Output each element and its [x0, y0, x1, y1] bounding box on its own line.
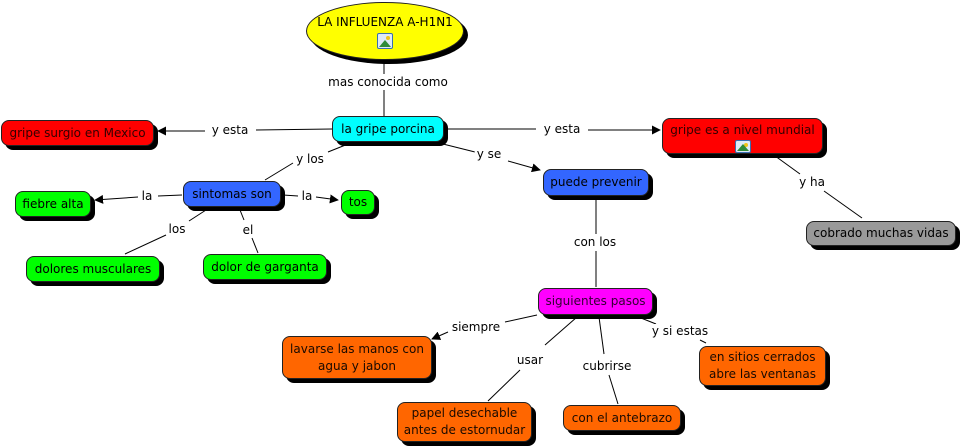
link-label: con los	[571, 235, 619, 249]
concept-gripe-porcina[interactable]: la gripe porcina	[332, 116, 444, 142]
link-line	[124, 234, 167, 255]
link-line	[255, 128, 333, 131]
concept-label: gripe es a nivel mundial	[670, 123, 815, 137]
link-line	[544, 316, 578, 346]
link-line	[264, 162, 294, 181]
link-line	[327, 143, 349, 153]
link-label: usar	[514, 353, 546, 367]
link-label: cubrirse	[580, 359, 634, 373]
link-line	[157, 194, 183, 197]
link-line	[315, 194, 339, 204]
link-line	[431, 331, 449, 340]
concept-prevenir[interactable]: puede prevenir	[543, 169, 649, 196]
link-line	[282, 194, 299, 197]
concept-dolores[interactable]: dolores musculares	[26, 256, 160, 282]
concept-papel[interactable]: papel desechable antes de estornudar	[397, 402, 532, 442]
link-label: y si estas	[649, 324, 711, 338]
concept-sitios[interactable]: en sitios cerrados abre las ventanas	[699, 346, 826, 386]
concept-label: dolor de garganta	[211, 259, 319, 274]
link-label: mas conocida como	[326, 75, 450, 89]
link-label: y ha	[797, 175, 827, 189]
concept-tos[interactable]: tos	[341, 190, 375, 215]
concept-mexico[interactable]: gripe surgio en Mexico	[1, 120, 154, 146]
concept-antebrazo[interactable]: con el antebrazo	[563, 405, 681, 431]
link-label: el	[240, 223, 256, 237]
image-icon[interactable]	[734, 140, 751, 153]
concept-label: con el antebrazo	[571, 410, 673, 425]
link-label: y esta	[541, 122, 583, 136]
concept-label: fiebre alta	[22, 196, 84, 211]
link-line	[699, 339, 707, 344]
concept-lavarse[interactable]: lavarse las manos con agua y jabon	[282, 336, 432, 379]
link-label: y esta	[209, 123, 251, 137]
concept-garganta[interactable]: dolor de garganta	[203, 254, 327, 280]
concept-label: cobrado muchas vidas	[813, 226, 949, 240]
link-label: los	[166, 222, 188, 236]
link-line	[598, 316, 605, 355]
link-line	[94, 194, 139, 204]
concept-label: dolores musculares	[34, 261, 152, 276]
concept-label: sintomas son	[192, 186, 272, 201]
concept-label: agua y jabon	[318, 358, 396, 373]
image-icon[interactable]	[377, 32, 393, 49]
concept-label: abre las ventanas	[709, 367, 816, 381]
link-label: y los	[294, 152, 326, 166]
link-line	[487, 369, 521, 402]
concept-label: la gripe porcina	[341, 121, 435, 136]
link-label: la	[139, 189, 155, 203]
link-line	[251, 237, 259, 254]
concept-label: gripe surgio en Mexico	[9, 125, 146, 140]
link-line	[640, 317, 657, 325]
concept-label: antes de estornudar	[403, 423, 526, 437]
link-line	[608, 374, 619, 405]
concept-label: puede prevenir	[550, 175, 642, 189]
link-label: siempre	[449, 320, 503, 334]
concept-label: LA INFLUENZA A-H1N1	[317, 14, 453, 29]
concept-fiebre[interactable]: fiebre alta	[15, 191, 91, 217]
link-line	[188, 209, 207, 222]
concept-label: en sitios cerrados	[709, 350, 816, 364]
link-line	[507, 160, 541, 173]
link-line	[770, 152, 801, 175]
link-label: y se	[474, 147, 504, 161]
concept-mundial[interactable]: gripe es a nivel mundial	[662, 118, 823, 154]
concept-label: papel desechable	[411, 406, 518, 420]
concept-cobrado[interactable]: cobrado muchas vidas	[806, 221, 956, 246]
concept-label: tos	[348, 195, 368, 209]
concept-root[interactable]: LA INFLUENZA A-H1N1	[306, 2, 464, 60]
link-line	[823, 190, 863, 219]
concept-pasos[interactable]: siguientes pasos	[538, 288, 653, 315]
concept-sintomas[interactable]: sintomas son	[183, 181, 281, 207]
link-label: la	[299, 189, 315, 203]
link-line	[504, 314, 538, 323]
link-line	[442, 143, 476, 153]
concept-label: lavarse las manos con	[290, 341, 424, 356]
link-line	[239, 209, 245, 221]
concept-label: siguientes pasos	[545, 294, 646, 308]
